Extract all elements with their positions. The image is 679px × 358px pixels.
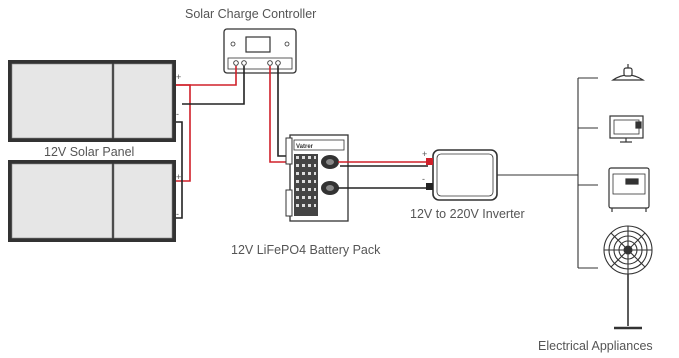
appliance-box-icon: [608, 167, 650, 212]
solar-panel-top: [8, 60, 176, 142]
monitor-icon: [609, 115, 644, 143]
solar-panel-label: 12V Solar Panel: [44, 145, 135, 159]
inverter-neg-sign: -: [422, 174, 425, 184]
panel-top-neg-sign: -: [176, 109, 179, 119]
appliances-label: Electrical Appliances: [538, 339, 653, 353]
panel-wiring: [176, 66, 245, 219]
battery-label: 12V LiFePO4 Battery Pack: [231, 243, 381, 257]
battery-brand-text: Vatrer: [296, 144, 314, 150]
inverter: [426, 149, 498, 201]
panel-bottom-neg-sign: -: [176, 209, 179, 219]
appliance-bus: [497, 77, 598, 269]
fan-icon: [603, 225, 653, 330]
solar-panel-bottom: [8, 160, 176, 242]
panel-top-pos-sign: +: [176, 72, 181, 82]
charge-controller: [223, 28, 297, 74]
controller-label: Solar Charge Controller: [185, 7, 317, 21]
panel-bottom-pos-sign: +: [176, 172, 181, 182]
lamp-icon: [611, 64, 645, 81]
battery-pack: Vatrer: [285, 134, 349, 222]
battery-inverter-wiring: [338, 161, 428, 189]
inverter-pos-sign: +: [422, 149, 427, 159]
inverter-label: 12V to 220V Inverter: [410, 207, 525, 221]
